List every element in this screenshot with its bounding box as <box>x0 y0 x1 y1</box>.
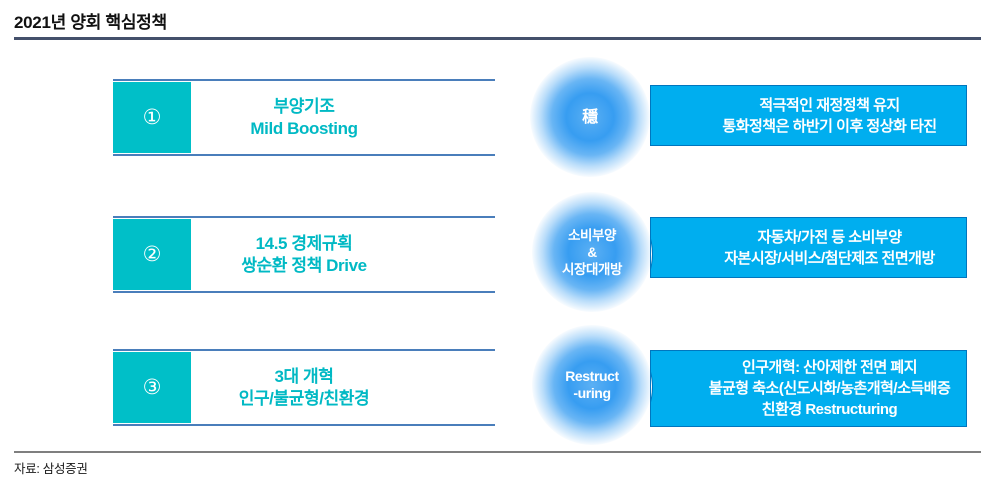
detail-banner-3-line3: 친환경 Restructuring <box>761 401 898 418</box>
footer-rule <box>14 451 981 453</box>
detail-banner-1-line1: 적극적인 재정정책 유지 <box>759 96 900 114</box>
policy-title-en-1: Mild Boosting <box>250 118 358 138</box>
detail-banner-2-line2: 자본시장/서비스/첨단제조 전면개방 <box>724 249 935 267</box>
page-title: 2021년 양회 핵심정책 <box>14 13 167 32</box>
policy-title-en-2: 쌍순환 정책 Drive <box>241 255 367 275</box>
policy-title-kr-3: 3대 개혁 <box>274 366 334 386</box>
policy-box-3: ③ 3대 개혁 인구/불균형/친환경 <box>113 349 495 426</box>
detail-banner-2: 자동차/가전 등 소비부양 자본시장/서비스/첨단제조 전면개방 <box>650 217 967 278</box>
keyword-circle-3: Restruct -uring <box>532 325 652 445</box>
policy-box-1: ① 부양기조 Mild Boosting <box>113 79 495 156</box>
policy-title-kr-2: 14.5 경제규획 <box>255 233 353 253</box>
policy-title-kr-1: 부양기조 <box>273 96 335 116</box>
keyword-circle-1-label: 穩 <box>582 108 598 126</box>
detail-banner-3-line2: 불균형 축소(신도시화/농촌개혁/소득배증 <box>708 380 951 397</box>
policy-title-en-3: 인구/불균형/친환경 <box>238 388 370 408</box>
policy-number-badge-2: ② <box>113 219 191 290</box>
circled-number-2-icon: ② <box>142 243 162 266</box>
detail-banner-1-line2: 통화정책은 하반기 이후 정상화 타진 <box>722 117 937 135</box>
policy-number-badge-1: ① <box>113 82 191 153</box>
detail-banner-1: 적극적인 재정정책 유지 통화정책은 하반기 이후 정상화 타진 <box>650 85 967 146</box>
detail-banner-3-line1: 인구개혁: 산아제한 전면 폐지 <box>741 359 918 376</box>
policy-number-badge-3: ③ <box>113 352 191 423</box>
keyword-circle-2-line1: 소비부양 <box>567 227 617 243</box>
keyword-circle-3-line2: -uring <box>573 385 611 401</box>
detail-banner-3: 인구개혁: 산아제한 전면 폐지 불균형 축소(신도시화/농촌개혁/소득배증 친… <box>650 350 967 427</box>
policy-box-text-2: 14.5 경제규획 쌍순환 정책 Drive <box>113 218 495 291</box>
source-note: 자료: 삼성증권 <box>14 462 88 476</box>
policy-box-text-1: 부양기조 Mild Boosting <box>113 81 495 154</box>
keyword-circle-2: 소비부양 & 시장대개방 <box>532 192 652 312</box>
keyword-circle-3-line1: Restruct <box>565 368 619 384</box>
circled-number-3-icon: ③ <box>142 376 162 399</box>
keyword-circle-2-line3: 시장대개방 <box>561 261 623 277</box>
keyword-circle-2-line2: & <box>587 244 597 260</box>
policy-box-2: ② 14.5 경제규획 쌍순환 정책 Drive <box>113 216 495 293</box>
policy-box-text-3: 3대 개혁 인구/불균형/친환경 <box>113 351 495 424</box>
title-underline <box>14 37 981 40</box>
detail-banner-2-line1: 자동차/가전 등 소비부양 <box>757 228 902 246</box>
circled-number-1-icon: ① <box>142 106 162 129</box>
keyword-circle-1: 穩 <box>530 57 650 177</box>
